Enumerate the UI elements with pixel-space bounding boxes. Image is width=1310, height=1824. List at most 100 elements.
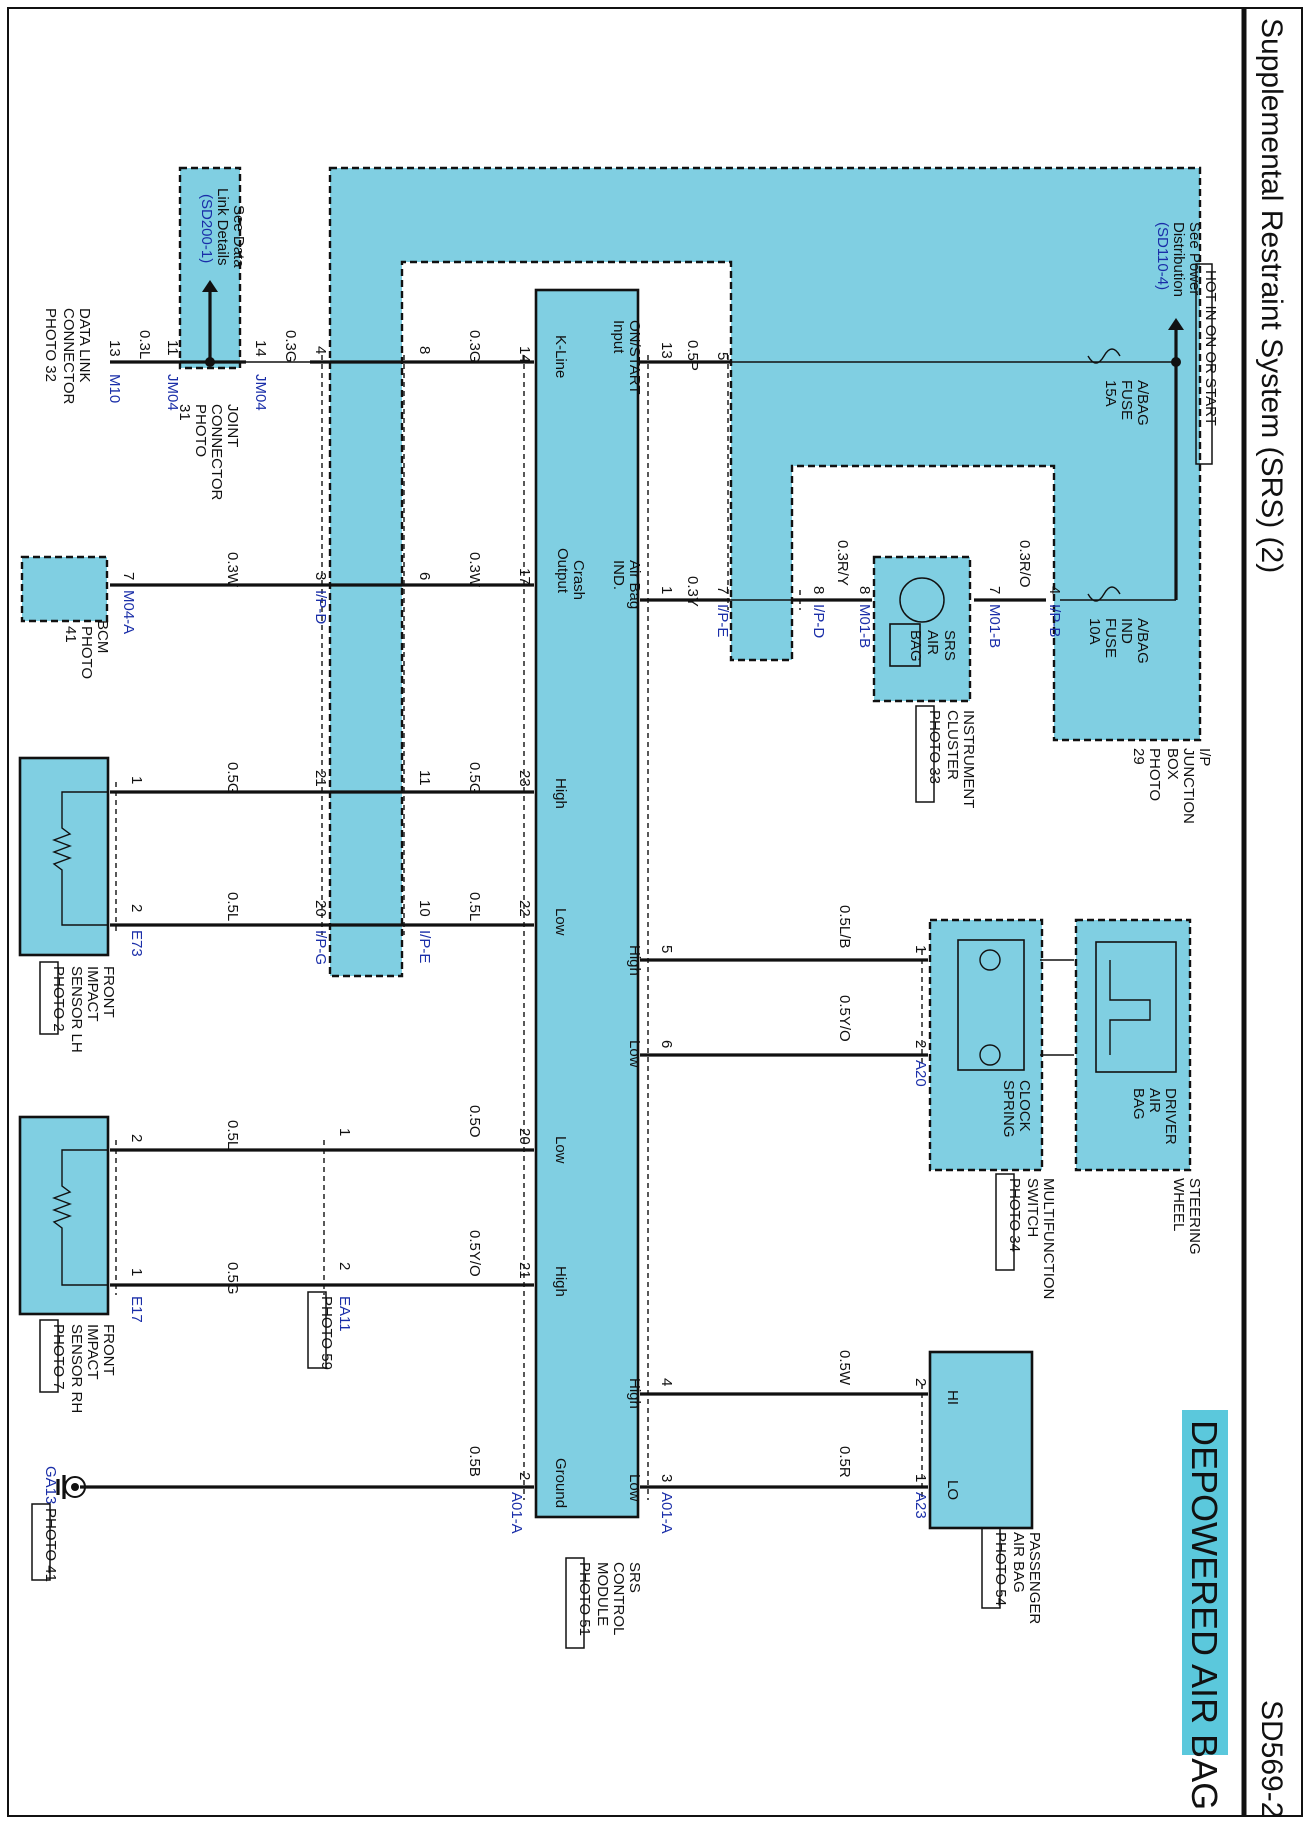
depowered-tag	[1182, 1410, 1228, 1755]
fuse10-label-2: IND	[1118, 618, 1135, 644]
srs-airbag-label-2: AIR	[924, 630, 941, 655]
module-name-1: SRS	[626, 1562, 643, 1593]
pin-high-clock: High	[626, 945, 643, 976]
wire-05g: 0.5G	[466, 762, 483, 795]
driver-squib-icon	[1109, 960, 1151, 1055]
joint-label-2: CONNECTOR	[208, 404, 225, 501]
junction-label-3: BOX	[1164, 748, 1181, 780]
wire-05l-3: 0.5L	[224, 1120, 241, 1149]
pin-k-line: K-Line	[552, 335, 569, 378]
module-name-3: MODULE	[594, 1562, 611, 1626]
clock-label-1: CLOCK	[1016, 1080, 1033, 1132]
depowered-tag-text: DEPOWERED AIR BAG	[1184, 1420, 1225, 1810]
fuse15-label-2: FUSE	[1118, 380, 1135, 420]
pin-20r: 20	[516, 1128, 533, 1145]
rh-sensor-resistor-icon	[52, 1149, 108, 1286]
pin-8: 8	[416, 346, 433, 354]
bcm-photo-2: 41	[62, 626, 79, 643]
wire-03ro: 0.3R/O	[1016, 540, 1033, 588]
pin-airbag-ind: Air Bag	[626, 560, 643, 609]
pin-11: 11	[416, 770, 433, 786]
hot-label-box	[1195, 263, 1213, 465]
multifunction-photo-box	[995, 1173, 1015, 1271]
clock-spring-box	[957, 939, 1025, 1071]
instrument-photo-box	[915, 705, 935, 803]
pin-13: 13	[658, 342, 675, 359]
wire-05l-2: 0.5L	[224, 892, 241, 921]
pin-8a: 8	[856, 586, 873, 594]
pin-3l: 3	[658, 1474, 675, 1482]
wire-03g: 0.3G	[466, 330, 483, 363]
link-details: Link Details	[214, 188, 231, 266]
front-lh-label-2: IMPACT	[84, 966, 101, 1022]
wire-03y: 0.3Y	[684, 576, 701, 607]
pin-20: 20	[312, 900, 329, 917]
srs-airbag-label-1: SRS	[941, 630, 958, 661]
passenger-hi: HI	[944, 1390, 961, 1405]
pin-8b: 8	[810, 586, 827, 594]
pin-lh-high: High	[552, 778, 569, 809]
pin-2p: 2	[912, 1378, 929, 1386]
pin-23: 23	[516, 770, 533, 787]
dlc-photo: PHOTO 32	[42, 308, 59, 382]
pin-1c: 1	[912, 945, 929, 953]
conn-a23: A23	[912, 1492, 929, 1519]
pin-lh-low: Low	[552, 908, 569, 936]
conn-a01a-2: A01-A	[508, 1492, 525, 1534]
conn-ip-g: I/P-G	[312, 930, 329, 965]
wire-05r: 0.5R	[836, 1446, 853, 1478]
pin-6: 6	[416, 572, 433, 580]
passenger-label-2: AIR BAG	[1010, 1532, 1027, 1593]
data-link-ref: (SD200-1)	[198, 194, 215, 263]
pin-4: 4	[1046, 586, 1063, 594]
hot-label: HOT IN ON OR START	[1202, 270, 1219, 426]
pin-crash: Crash	[570, 560, 587, 600]
pin-7: 7	[714, 586, 731, 594]
pin-airbag-ind-2: IND.	[610, 560, 627, 590]
junction-photo-2: 29	[1130, 748, 1147, 765]
srs-airbag-lamp-icon	[899, 577, 945, 623]
fuse15-label-1: A/BAG	[1134, 380, 1151, 426]
passenger-photo-box	[981, 1527, 1001, 1609]
steering-wheel	[1074, 918, 1192, 1172]
wire-05yo: 0.5Y/O	[836, 995, 853, 1042]
pin-2e: 2	[128, 904, 145, 912]
front-rh-label-3: SENSOR RH	[68, 1324, 85, 1413]
fuse10-label-1: A/BAG	[1134, 618, 1151, 664]
power-zone	[328, 166, 1202, 978]
multifunction-label-2: SWITCH	[1024, 1178, 1041, 1237]
conn-ip-d-bottom: I/P-D	[312, 590, 329, 624]
see-power: See Power	[1186, 222, 1203, 295]
pin-5: 5	[714, 352, 731, 360]
srs-airbag-label-3: BAG	[907, 630, 924, 662]
pin-low-pass: Low	[626, 1474, 643, 1502]
wire-03g-2: 0.3G	[282, 330, 299, 363]
conn-m01b-2: M01-B	[986, 604, 1003, 648]
fuse10-label-4: 10A	[1086, 618, 1103, 645]
pin-1p: 1	[912, 1474, 929, 1482]
driver-label-3: BAG	[1130, 1088, 1147, 1120]
driver-label-2: AIR	[1146, 1088, 1163, 1113]
pin-22: 22	[516, 900, 533, 917]
pin-ground: Ground	[552, 1458, 569, 1508]
conn-jm04-a: JM04	[252, 374, 269, 411]
fuse10-label-3: FUSE	[1102, 618, 1119, 658]
ea11-photo-box	[307, 1291, 327, 1369]
wire-05l: 0.5L	[466, 892, 483, 921]
conn-m01b: M01-B	[856, 604, 873, 648]
pin-on-start-2: Input	[610, 320, 627, 354]
front-rh-label-1: FRONT	[100, 1324, 117, 1376]
srs-airbag-label-box	[889, 623, 921, 667]
joint-photo-1: PHOTO	[192, 404, 209, 457]
module-name-2: CONTROL	[610, 1562, 627, 1635]
conn-e17: E17	[128, 1296, 145, 1323]
bcm-label: BCM	[94, 620, 111, 653]
pin-on-start: ON/START	[626, 320, 643, 394]
pin-5h: 5	[658, 945, 675, 953]
pin-2c: 2	[912, 1040, 929, 1048]
dlc-label-1: DATA LINK	[76, 308, 93, 382]
multifunction-label-1: MULTIFUNCTION	[1040, 1178, 1057, 1299]
wire-03ry: 0.3R/Y	[834, 540, 851, 586]
instrument-label-1: INSTRUMENT	[960, 710, 977, 808]
see-power-ref: (SD110-4)	[1154, 222, 1171, 290]
